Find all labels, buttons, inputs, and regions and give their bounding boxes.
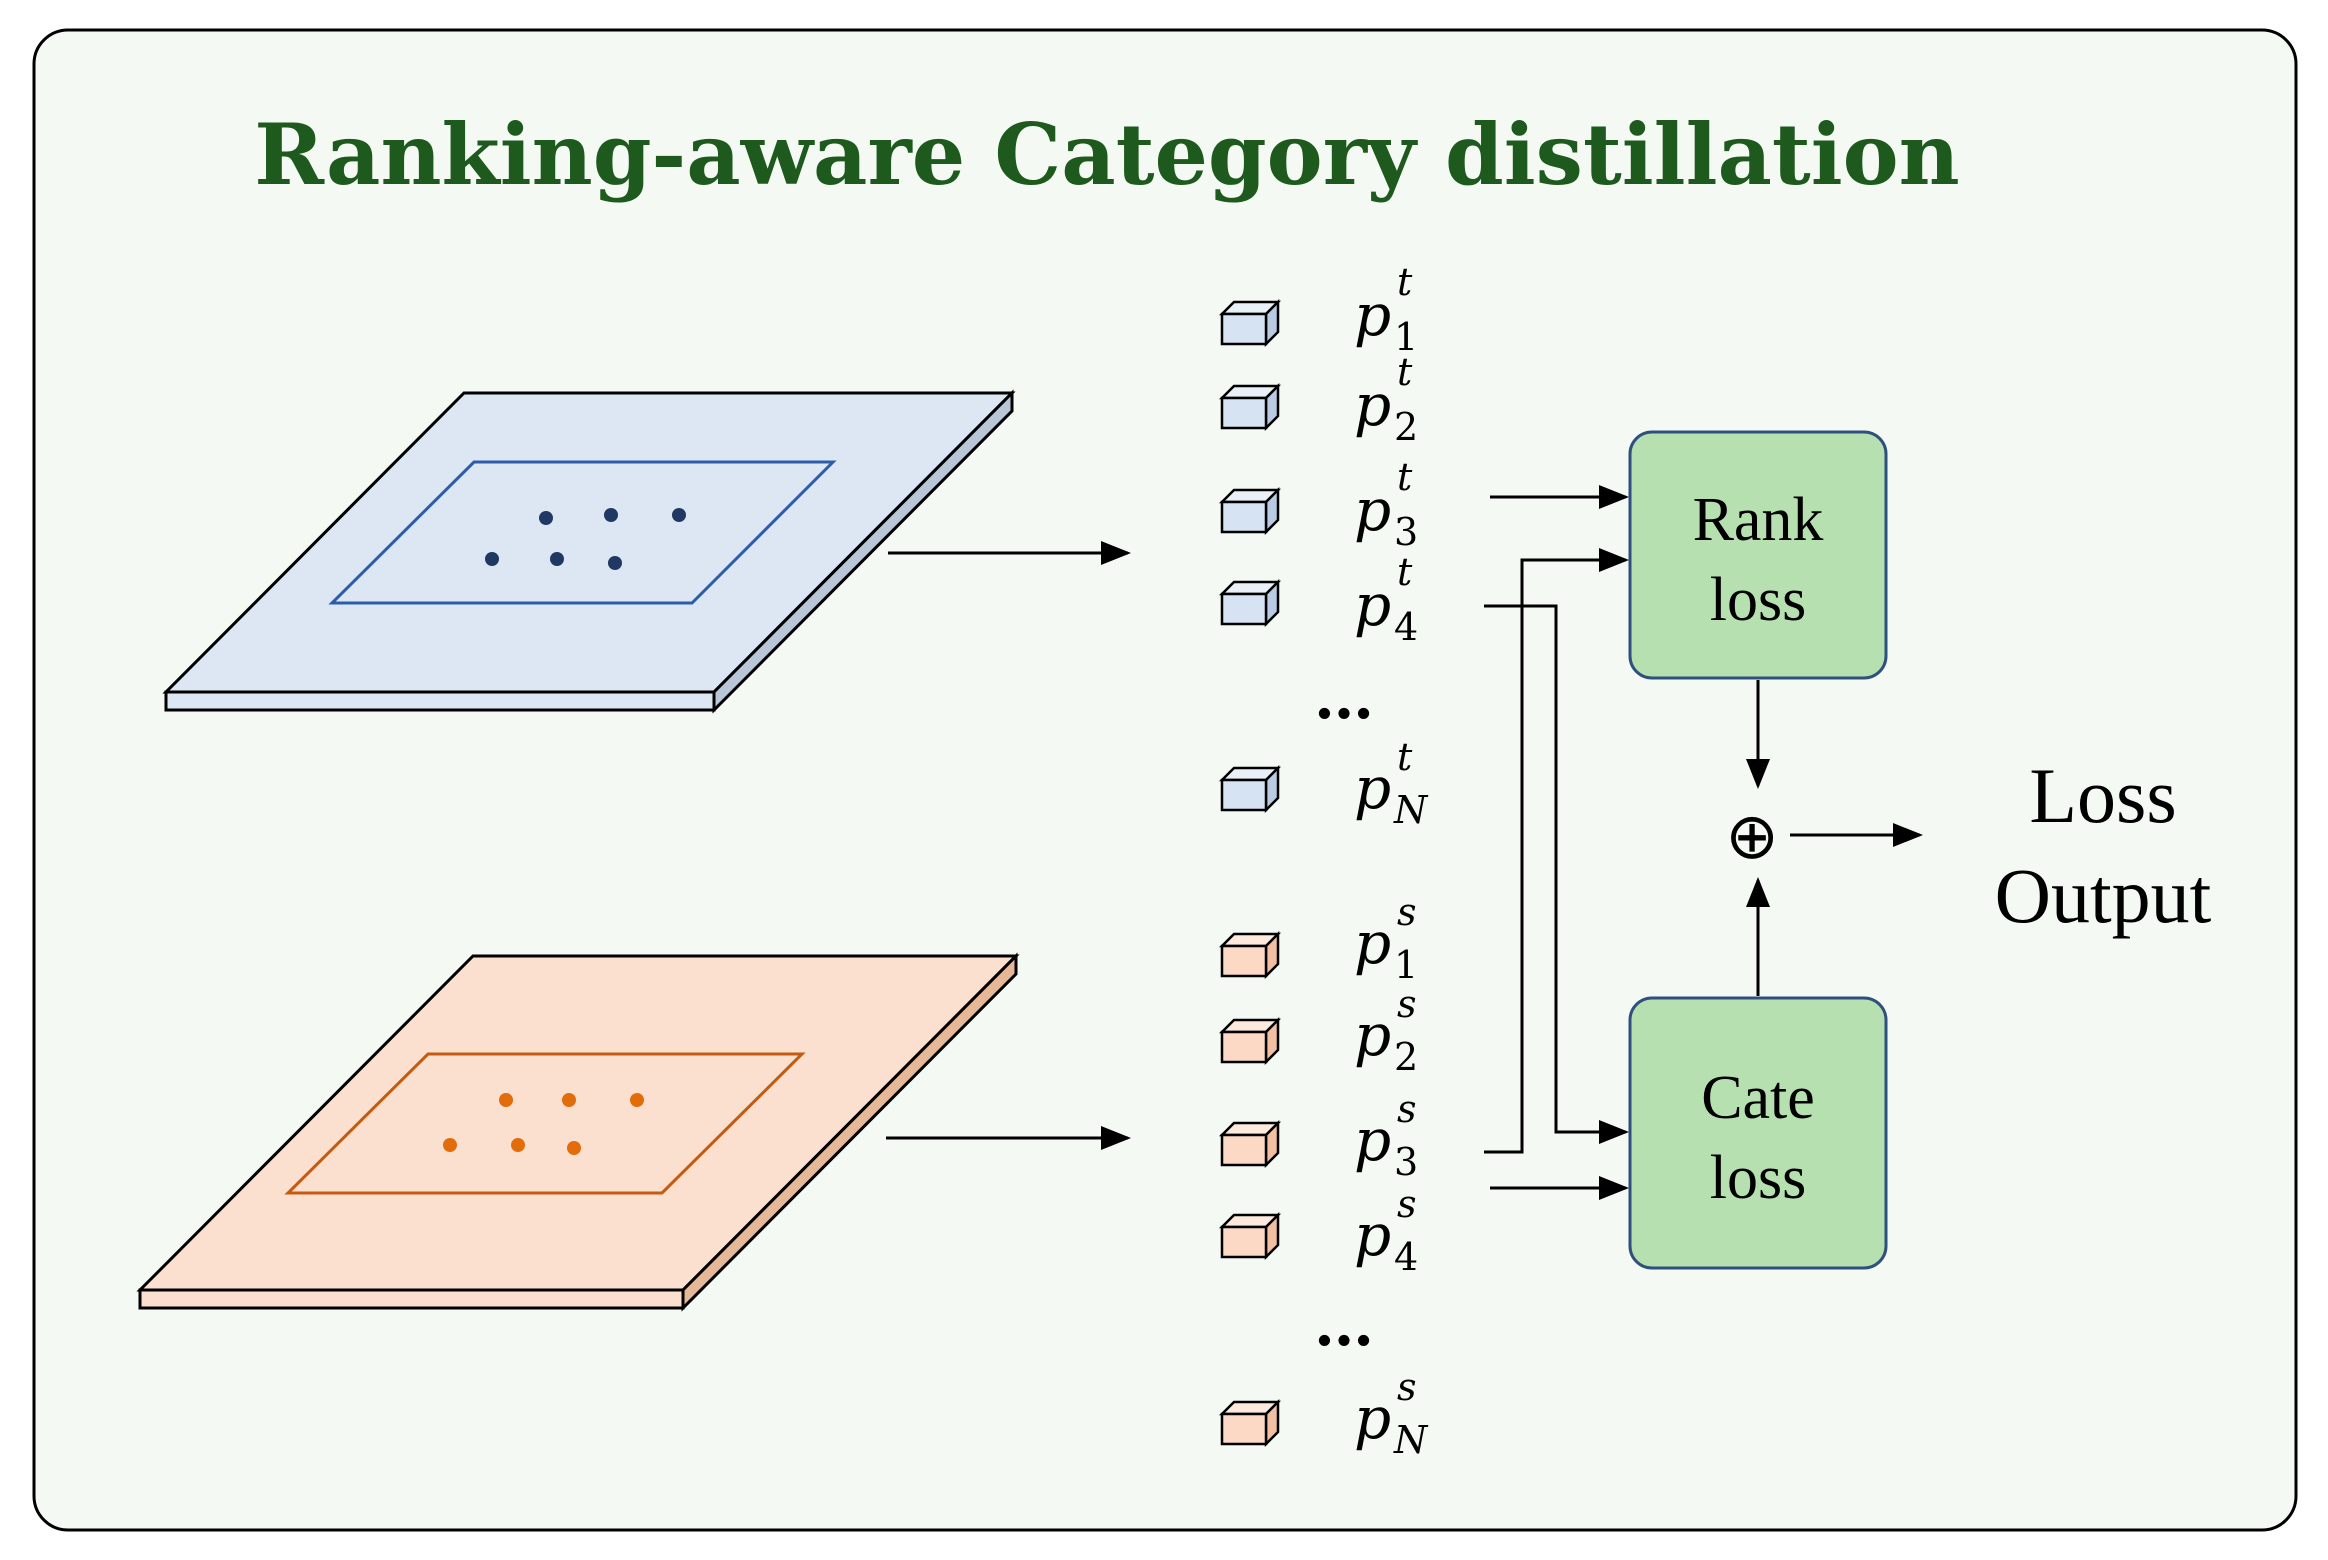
svg-text:4: 4 <box>1394 1235 1418 1279</box>
student-feature-label: p s 2 <box>1354 982 1418 1079</box>
student-ellipsis: … <box>1314 1290 1374 1360</box>
student-feature-cube-icon <box>1220 932 1280 978</box>
rank-loss-box: Rank loss <box>1628 430 1888 680</box>
teacher-feature-label: p t 1 <box>1354 260 1418 359</box>
svg-text:loss: loss <box>1710 1144 1806 1212</box>
student-feature-cube-icon <box>1220 1121 1280 1167</box>
svg-text:2: 2 <box>1394 405 1418 449</box>
teacher-feature-cube-icon <box>1220 766 1280 812</box>
student-feature-label: p s N <box>1354 1365 1429 1462</box>
svg-text:p: p <box>1354 371 1391 439</box>
student-feature-cube-icon <box>1220 1018 1280 1064</box>
svg-text:p: p <box>1354 476 1391 544</box>
teacher-feature-list: p t 1 p t 2 p t 3 p t 4 … p t N <box>1220 260 1429 832</box>
svg-text:p: p <box>1354 1201 1391 1269</box>
teacher-ellipsis: … <box>1314 663 1374 733</box>
student-feature-map <box>136 952 1020 1312</box>
svg-text:4: 4 <box>1394 605 1418 649</box>
svg-text:1: 1 <box>1394 943 1418 987</box>
teacher-feature-cube-icon <box>1220 488 1280 534</box>
svg-text:Output: Output <box>1995 852 2212 939</box>
svg-text:s: s <box>1397 1365 1417 1409</box>
teacher-feature-label: p t 2 <box>1354 350 1418 449</box>
svg-text:2: 2 <box>1394 1035 1418 1079</box>
student-feature-label: p s 4 <box>1354 1182 1418 1279</box>
svg-text:t: t <box>1397 260 1413 304</box>
svg-text:t: t <box>1397 735 1413 779</box>
svg-text:s: s <box>1397 982 1417 1026</box>
svg-text:p: p <box>1354 754 1391 822</box>
teacher-feature-cube-icon <box>1220 300 1280 346</box>
connection-lines <box>1484 485 1629 1200</box>
teacher-keypoints <box>485 508 686 570</box>
student-feature-label: p s 3 <box>1354 1087 1418 1184</box>
loss-output-label: Loss Output <box>1995 752 2212 939</box>
svg-text:t: t <box>1397 350 1413 394</box>
sum-symbol: ⊕ <box>1725 800 1779 874</box>
student-roi-box <box>284 1052 806 1195</box>
svg-text:Rank: Rank <box>1693 486 1824 554</box>
svg-text:N: N <box>1393 1418 1429 1462</box>
svg-text:t: t <box>1397 455 1413 499</box>
svg-text:loss: loss <box>1710 566 1806 634</box>
svg-text:p: p <box>1354 281 1391 349</box>
svg-text:p: p <box>1354 571 1391 639</box>
cate-loss-box: Cate loss <box>1628 996 1888 1270</box>
svg-text:p: p <box>1354 909 1391 977</box>
teacher-feature-label: p t N <box>1354 735 1429 832</box>
svg-text:s: s <box>1397 890 1417 934</box>
diagram-title: Ranking-aware Category distillation <box>254 105 1959 204</box>
svg-text:Cate: Cate <box>1701 1064 1815 1132</box>
svg-text:3: 3 <box>1394 510 1418 554</box>
teacher-feature-cube-icon <box>1220 580 1280 626</box>
svg-text:s: s <box>1397 1182 1417 1226</box>
svg-text:p: p <box>1354 1106 1391 1174</box>
teacher-feature-label: p t 4 <box>1354 550 1418 649</box>
student-feature-cube-icon <box>1220 1213 1280 1259</box>
teacher-roi-box <box>328 460 837 605</box>
student-feature-list: p s 1 p s 2 p s 3 p s 4 … p s N <box>1220 890 1429 1462</box>
teacher-feature-map <box>162 389 1016 714</box>
student-feature-cube-icon <box>1220 1400 1280 1446</box>
svg-text:t: t <box>1397 550 1413 594</box>
svg-text:s: s <box>1397 1087 1417 1131</box>
svg-text:Loss: Loss <box>2029 752 2176 839</box>
student-keypoints <box>443 1093 644 1155</box>
svg-text:p: p <box>1354 1384 1391 1452</box>
teacher-feature-cube-icon <box>1220 384 1280 430</box>
svg-text:p: p <box>1354 1001 1391 1069</box>
svg-text:N: N <box>1393 788 1429 832</box>
student-feature-label: p s 1 <box>1354 890 1418 987</box>
svg-text:1: 1 <box>1394 315 1418 359</box>
teacher-feature-label: p t 3 <box>1354 455 1418 554</box>
svg-text:3: 3 <box>1394 1140 1418 1184</box>
